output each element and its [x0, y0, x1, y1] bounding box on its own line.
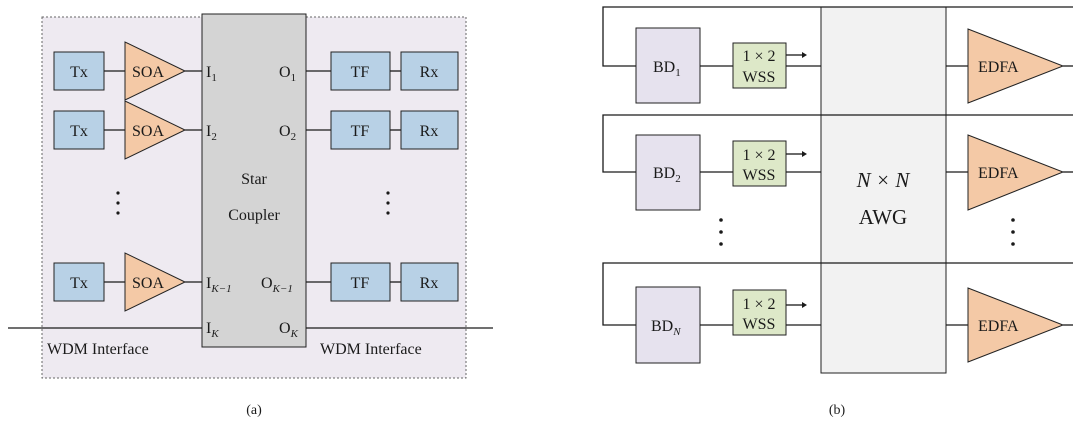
- soa-amplifier: [124, 252, 187, 312]
- coupler-label-line1: Star: [241, 171, 267, 188]
- caption-a: (a): [246, 403, 262, 418]
- tf-block: [330, 262, 391, 302]
- tf-block: [330, 110, 391, 150]
- wss-label-line2: WSS: [743, 167, 776, 184]
- input-port-label: I1: [206, 64, 217, 84]
- input-port-label: IK−1: [206, 275, 232, 295]
- panel-b: N × N AWG BD1 1 × 2 WSS EDFA BD2: [602, 6, 1073, 418]
- ellipsis-edfa: [1011, 218, 1015, 246]
- awg-block: [820, 6, 947, 374]
- soa-amplifier: [124, 41, 187, 101]
- row-k-minus-1: Tx SOA IK−1 OK−1 TF Rx: [53, 252, 459, 312]
- coupler-label-line2: Coupler: [228, 207, 280, 224]
- edfa-amplifier: [967, 134, 1065, 211]
- bd-block: [635, 27, 701, 104]
- wdm-interface-label-left: WDM Interface: [47, 341, 149, 358]
- soa-label: SOA: [132, 64, 164, 81]
- bd-label: BDN: [651, 318, 681, 338]
- bd-group-n: BDN 1 × 2 WSS EDFA: [602, 262, 1073, 364]
- input-port-label: I2: [206, 123, 217, 143]
- edfa-label: EDFA: [978, 59, 1019, 76]
- soa-label: SOA: [132, 275, 164, 292]
- wss-label-line1: 1 × 2: [742, 296, 775, 313]
- rx-label: Rx: [420, 64, 439, 81]
- row-2: Tx SOA I2 O2 TF Rx: [53, 100, 459, 160]
- edfa-label: EDFA: [978, 318, 1019, 335]
- tx-block: [53, 51, 105, 91]
- wss-label-line1: 1 × 2: [742, 48, 775, 65]
- wss-block: [732, 140, 787, 187]
- row-1: Tx SOA I1 O1 TF Rx: [53, 41, 459, 101]
- soa-label: SOA: [132, 123, 164, 140]
- rx-block: [400, 51, 459, 91]
- caption-b: (b): [829, 403, 846, 418]
- soa-amplifier: [124, 100, 187, 160]
- output-port-label: O2: [279, 123, 296, 143]
- edfa-amplifier: [967, 28, 1065, 104]
- ellipsis-right: [386, 191, 390, 215]
- tx-label: Tx: [70, 123, 88, 140]
- tf-label: TF: [351, 64, 370, 81]
- row-k: IK OK WDM Interface WDM Interface: [8, 320, 493, 358]
- tf-block: [330, 51, 391, 91]
- tx-label: Tx: [70, 64, 88, 81]
- drop-port-arrow: [802, 302, 807, 308]
- drop-port-arrow: [802, 52, 807, 58]
- wss-block: [732, 42, 787, 89]
- tx-label: Tx: [70, 275, 88, 292]
- ellipsis-bd: [719, 218, 723, 246]
- output-port-label: OK−1: [261, 275, 293, 295]
- rx-label: Rx: [420, 275, 439, 292]
- awg-label-line2: AWG: [859, 205, 907, 229]
- tx-block: [53, 110, 105, 150]
- wdm-interface-label-right: WDM Interface: [320, 341, 422, 358]
- drop-port-arrow: [802, 151, 807, 157]
- wss-label-line2: WSS: [743, 316, 776, 333]
- edfa-amplifier: [967, 287, 1065, 363]
- bd-label: BD1: [653, 59, 681, 79]
- bd-block: [635, 286, 701, 364]
- edfa-label: EDFA: [978, 165, 1019, 182]
- output-port-label: O1: [279, 64, 296, 84]
- bd-group-1: BD1 1 × 2 WSS EDFA: [602, 6, 1073, 104]
- rx-label: Rx: [420, 123, 439, 140]
- output-port-label: OK: [279, 320, 299, 340]
- panel-a: Star Coupler Tx SOA I1 O1 TF Rx Tx: [8, 13, 493, 418]
- ellipsis-left: [116, 191, 120, 215]
- wss-label-line1: 1 × 2: [742, 147, 775, 164]
- input-port-label: IK: [206, 320, 219, 340]
- awg-label-line1: N × N: [856, 168, 911, 192]
- bd-label: BD2: [653, 165, 681, 185]
- tf-label: TF: [351, 123, 370, 140]
- tf-label: TF: [351, 275, 370, 292]
- rx-block: [400, 262, 459, 302]
- wss-block: [732, 289, 787, 336]
- star-coupler: [201, 13, 307, 348]
- rx-block: [400, 110, 459, 150]
- bd-group-2: BD2 1 × 2 WSS EDFA: [602, 114, 1073, 211]
- tx-block: [53, 262, 105, 302]
- wss-label-line2: WSS: [743, 69, 776, 86]
